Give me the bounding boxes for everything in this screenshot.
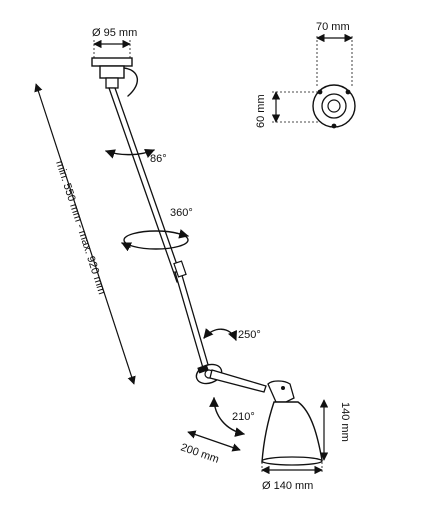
tilt-rotation-arrow	[105, 148, 155, 159]
swivel-joint	[105, 77, 119, 89]
elbow-knob	[197, 364, 209, 374]
canopy-plate	[91, 57, 133, 67]
full-rotation-arrow	[121, 229, 189, 252]
length-range-label: min. 550 mm - max. 920 mm	[53, 159, 108, 296]
shade-angle-label: 210°	[232, 411, 255, 423]
power-cable	[123, 67, 138, 97]
shade-height-label: 140 mm	[339, 402, 351, 442]
mount-center-hole	[327, 99, 341, 113]
ceiling-canopy	[91, 39, 138, 97]
rod-collar	[173, 260, 187, 278]
shade-diameter-label: Ø 140 mm	[262, 480, 313, 492]
screw-hole	[345, 89, 351, 95]
upper-rod	[108, 87, 184, 283]
shade-rim	[261, 456, 323, 466]
elbow-angle-label: 250°	[238, 329, 261, 341]
rotation-angle-label: 360°	[170, 207, 193, 219]
arm-length-dimension-line	[187, 430, 241, 452]
elbow-rotation-arrow	[203, 328, 238, 341]
mount-height-label: 60 mm	[255, 94, 267, 128]
stem-assembly	[108, 87, 210, 369]
lamp-arm	[209, 369, 267, 393]
mount-width-label: 70 mm	[316, 21, 350, 33]
length-range-dimension-line	[34, 83, 136, 385]
lower-rod	[174, 271, 210, 369]
tilt-angle-label: 86°	[150, 153, 167, 165]
mounting-base-plan	[271, 33, 356, 129]
canopy-cup	[99, 65, 125, 79]
shade-body	[261, 401, 323, 463]
arm-length-label: 200 mm	[179, 441, 220, 465]
lamp-shade	[261, 380, 323, 466]
screw-hole	[331, 123, 337, 129]
canopy-diameter-label: Ø 95 mm	[92, 27, 137, 39]
shade-neck	[267, 380, 295, 403]
screw-hole	[317, 89, 323, 95]
